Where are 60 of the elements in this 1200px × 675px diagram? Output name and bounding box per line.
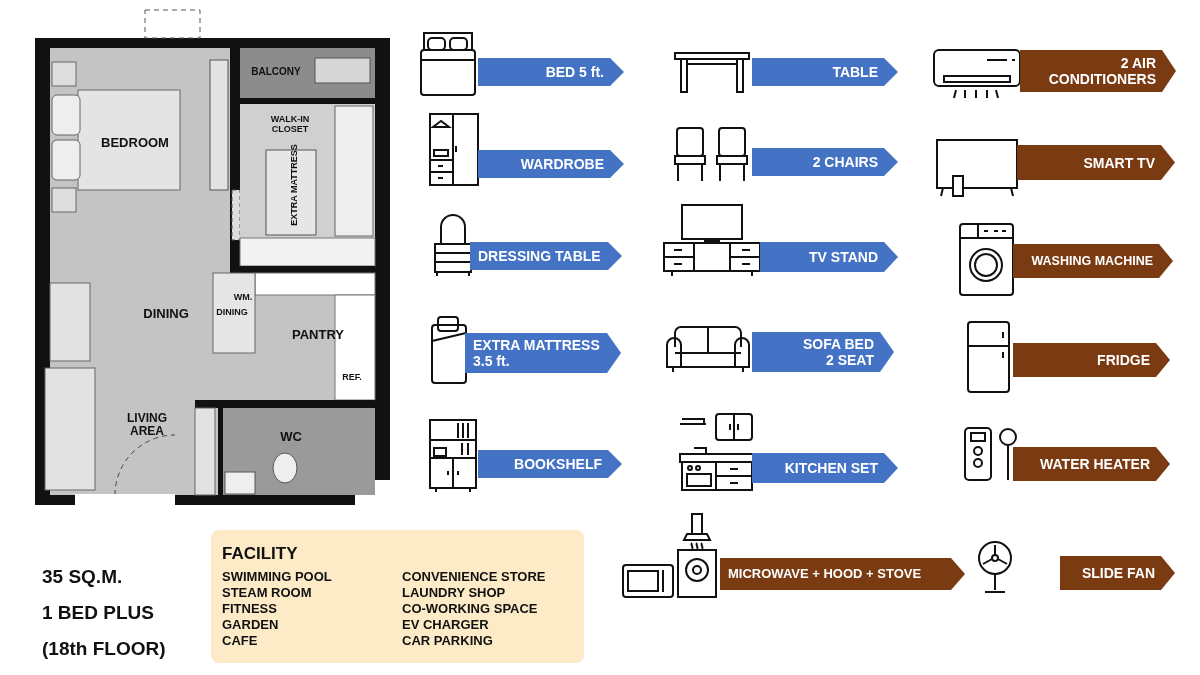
- item-tag: [752, 58, 898, 86]
- item-tag: [752, 148, 898, 176]
- item-name: KITCHEN SET: [784, 460, 878, 476]
- item-name: 2 CHAIRS: [812, 154, 878, 170]
- item-tag: [1013, 447, 1170, 481]
- room-label: WC: [280, 429, 302, 445]
- facility-item: SWIMMING POOL: [222, 569, 333, 585]
- item-name: SMART TV: [1083, 154, 1155, 171]
- item-name: SLIDE FAN: [1081, 565, 1155, 581]
- item-tag: [478, 58, 624, 86]
- facility-heading: FACILITY: [222, 544, 299, 564]
- item-tag: [720, 558, 965, 590]
- facility-item: CONVENIENCE STORE: [402, 569, 547, 585]
- room-label: LIVING AREA: [126, 411, 168, 439]
- item-tag: [465, 333, 621, 373]
- item-tag: [752, 453, 898, 483]
- facility-item: LAUNDRY SHOP: [402, 585, 507, 601]
- item-name: WARDROBE: [520, 156, 604, 172]
- facility-item: CO-WORKING SPACE: [402, 601, 539, 617]
- unit-info-text: 1 BED PLUS: [42, 602, 154, 624]
- room-label: DINING: [143, 306, 189, 322]
- facility-item: CAR PARKING: [402, 633, 494, 649]
- item-tag: [1020, 50, 1176, 92]
- item-tag: [1017, 145, 1175, 180]
- item-name: SOFA BED 2 SEAT: [801, 336, 874, 368]
- room-label: DINING: [216, 308, 248, 318]
- item-name: TABLE: [832, 64, 878, 80]
- item-name: TV STAND: [809, 249, 878, 265]
- item-tag: [1060, 556, 1175, 590]
- item-name: 2 AIR CONDITIONERS: [1047, 55, 1156, 87]
- item-name: FRIDGE: [1097, 352, 1150, 368]
- item-tag: [1013, 343, 1170, 377]
- facility-item: FITNESS: [222, 601, 278, 617]
- room-label: REF.: [342, 373, 362, 383]
- item-name: MICROWAVE + HOOD + STOVE: [728, 566, 922, 582]
- facility-item: EV CHARGER: [402, 617, 490, 633]
- item-tag: [1013, 244, 1173, 278]
- item-name: BOOKSHELF: [514, 456, 602, 472]
- room-label: PANTRY: [292, 327, 344, 343]
- facility-item: CAFE: [222, 633, 259, 649]
- facility-item: STEAM ROOM: [222, 585, 313, 601]
- room-label: WM.: [233, 293, 253, 303]
- unit-info-text: (18th FLOOR): [42, 638, 166, 660]
- room-label: EXTRA MATTRESS: [290, 144, 300, 226]
- unit-info-text: 35 SQ.M.: [42, 566, 123, 588]
- room-label: BEDROOM: [101, 135, 169, 151]
- item-tag: [760, 242, 898, 272]
- room-label: WALK-IN CLOSET: [269, 115, 311, 135]
- room-label: BALCONY: [251, 65, 301, 77]
- item-name: EXTRA MATTRESS 3.5 ft.: [473, 337, 601, 369]
- facility-item: GARDEN: [222, 617, 280, 633]
- item-name: WASHING MACHINE: [1031, 253, 1153, 269]
- item-name: BED 5 ft.: [545, 64, 604, 80]
- item-name: WATER HEATER: [1040, 456, 1150, 472]
- item-name: DRESSING TABLE: [478, 248, 601, 264]
- item-tag: [752, 332, 894, 372]
- facility-card: [211, 530, 584, 663]
- item-tag: [478, 450, 622, 478]
- item-tag: [478, 150, 624, 178]
- item-tag: [470, 242, 622, 270]
